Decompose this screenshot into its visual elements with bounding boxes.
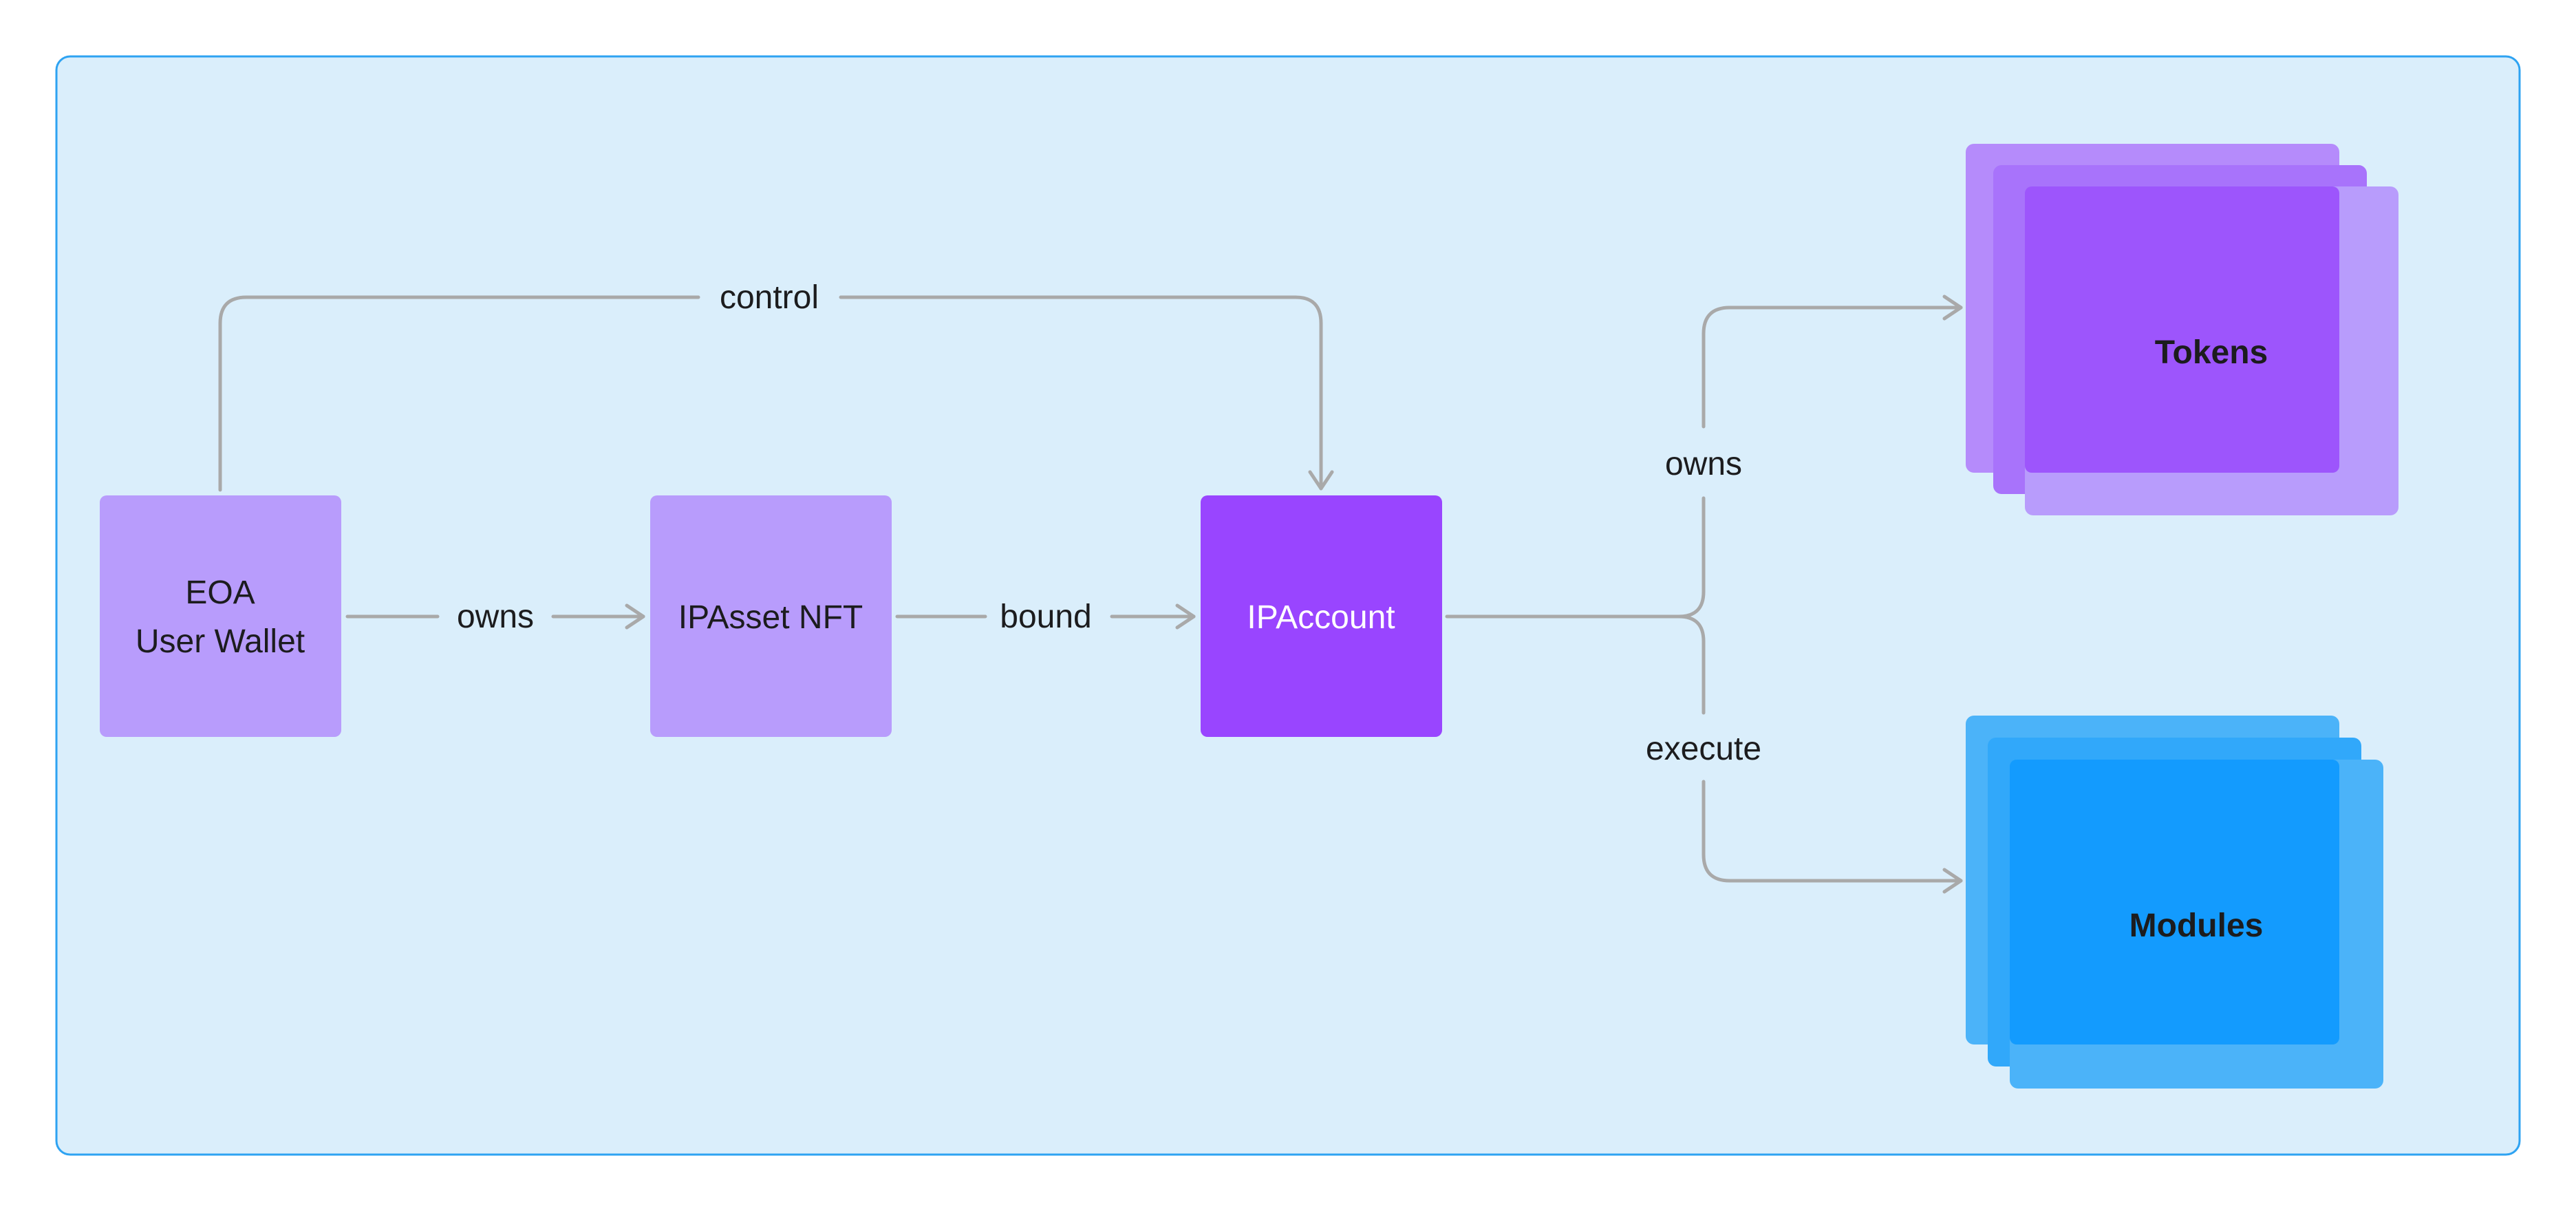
- control-connector-right: [839, 295, 1334, 491]
- node-eoa-box: [100, 495, 341, 737]
- node-modules-label: Modules: [2129, 908, 2264, 944]
- node-modules-stack: Modules: [1966, 716, 2383, 1089]
- edge-label-owns-nft: owns: [457, 599, 534, 635]
- node-eoa: EOA User Wallet: [100, 495, 341, 737]
- node-tokens-stack: Tokens: [1966, 144, 2398, 515]
- modules-connector-stem: [1702, 780, 1963, 894]
- node-ipasset-label: IPAsset NFT: [678, 599, 863, 636]
- modules-card-overlap: [2010, 760, 2339, 1044]
- node-ipaccount: IPAccount: [1201, 495, 1442, 737]
- connectors: [218, 294, 1963, 894]
- node-ipaccount-box: [1201, 495, 1442, 737]
- edge-label-owns-tokens: owns: [1665, 446, 1742, 482]
- branch-connector-down: [1677, 614, 1706, 715]
- tokens-card-overlap: [2025, 186, 2339, 473]
- edge-label-execute: execute: [1646, 731, 1761, 767]
- node-eoa-line1: EOA: [185, 575, 255, 611]
- node-eoa-line2: User Wallet: [136, 623, 305, 660]
- node-tokens-label: Tokens: [2155, 334, 2268, 371]
- node-ipaccount-label: IPAccount: [1247, 599, 1395, 636]
- node-ipasset-box: [650, 495, 892, 737]
- control-connector-left: [218, 295, 700, 492]
- edge-label-bound: bound: [1000, 599, 1091, 635]
- edge-label-control: control: [720, 279, 819, 316]
- tokens-connector-stem: [1702, 294, 1963, 429]
- node-ipasset: IPAsset NFT: [650, 495, 892, 737]
